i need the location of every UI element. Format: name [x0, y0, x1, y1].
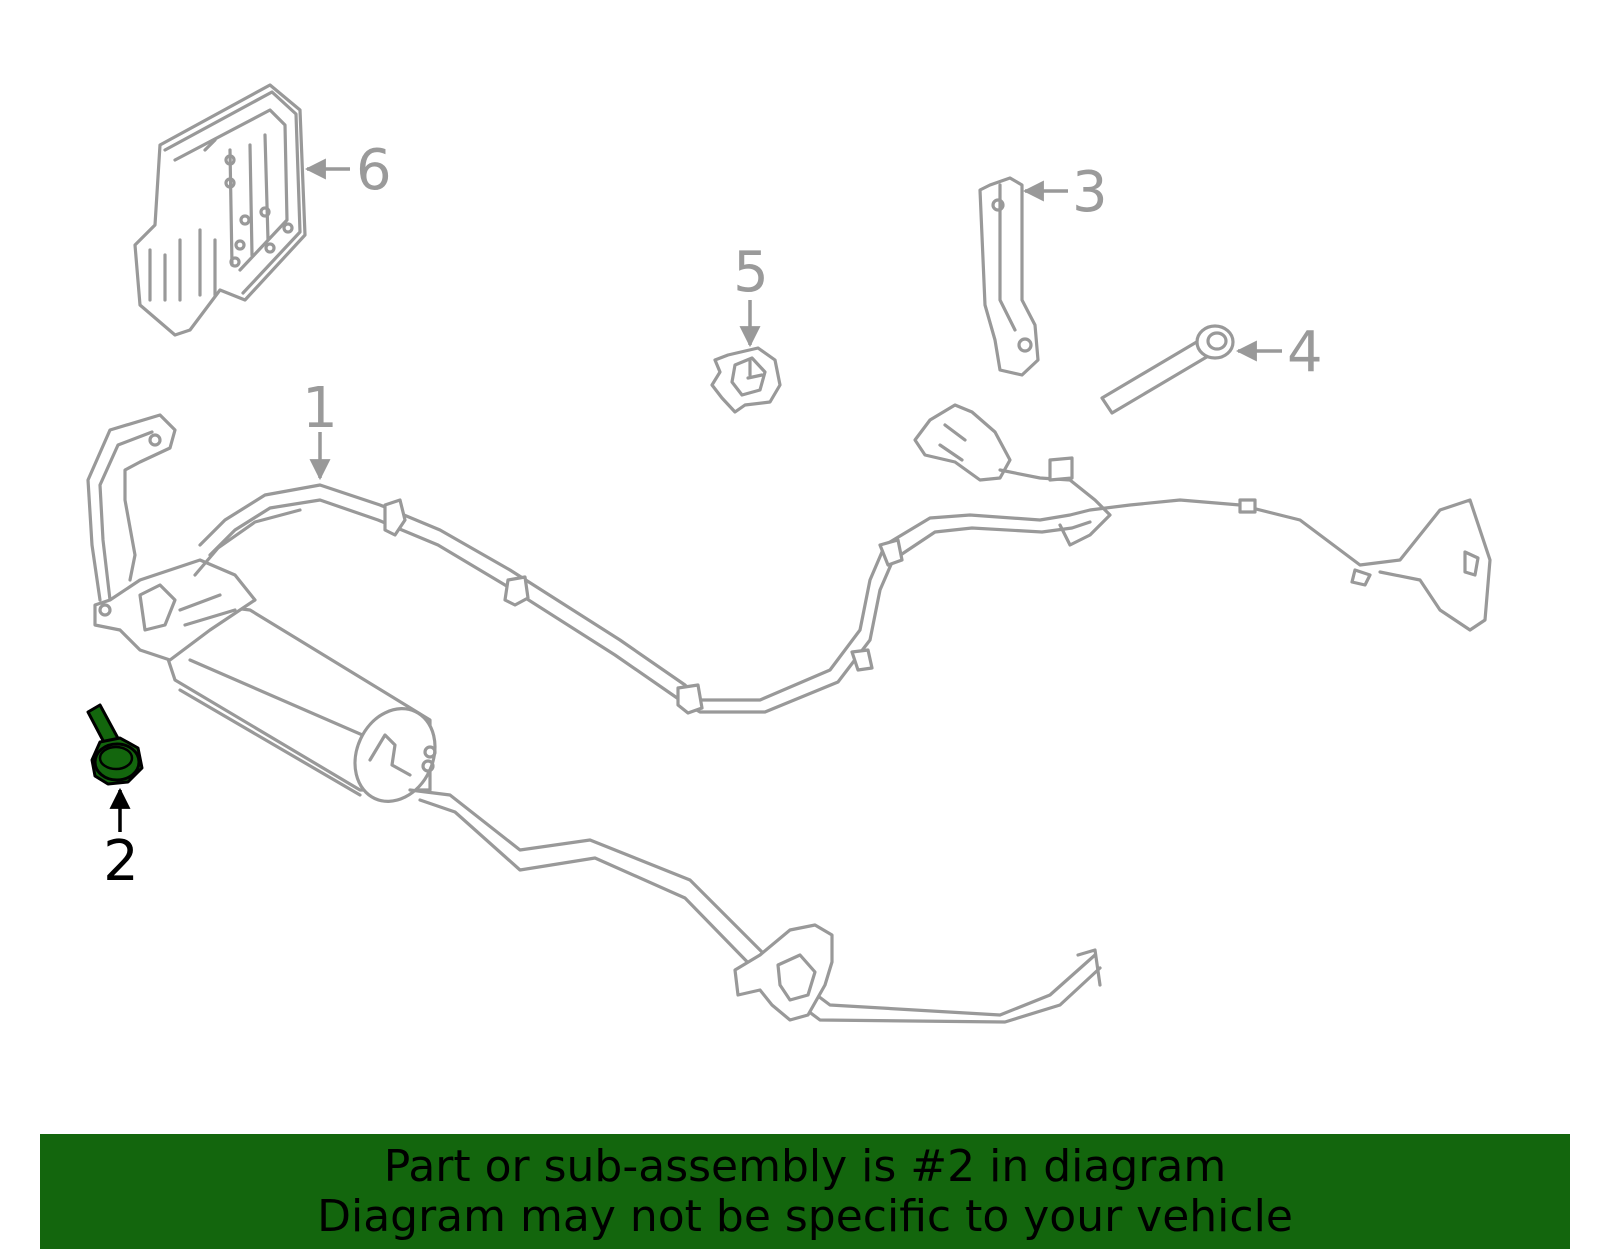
- callout-1: 1: [302, 376, 338, 441]
- part-4-bolt[interactable]: [1100, 324, 1235, 415]
- callout-4: 4: [1287, 320, 1323, 385]
- banner-line-1: Part or sub-assembly is #2 in diagram: [383, 1141, 1227, 1192]
- callout-6: 6: [356, 138, 392, 203]
- callout-2: 2: [103, 829, 139, 894]
- part-2-bolt[interactable]: [86, 703, 144, 786]
- part-3-bracket[interactable]: [978, 176, 1040, 377]
- banner-line-2: Diagram may not be specific to your vehi…: [317, 1191, 1293, 1242]
- callout-3: 3: [1072, 160, 1108, 225]
- part-6-control-module[interactable]: [133, 83, 307, 337]
- callout-5: 5: [733, 240, 769, 305]
- part-info-banner: Part or sub-assembly is #2 in diagram Di…: [40, 1134, 1570, 1249]
- part-1-canister-assembly[interactable]: [86, 403, 1492, 1024]
- part-5-nut[interactable]: [710, 346, 782, 414]
